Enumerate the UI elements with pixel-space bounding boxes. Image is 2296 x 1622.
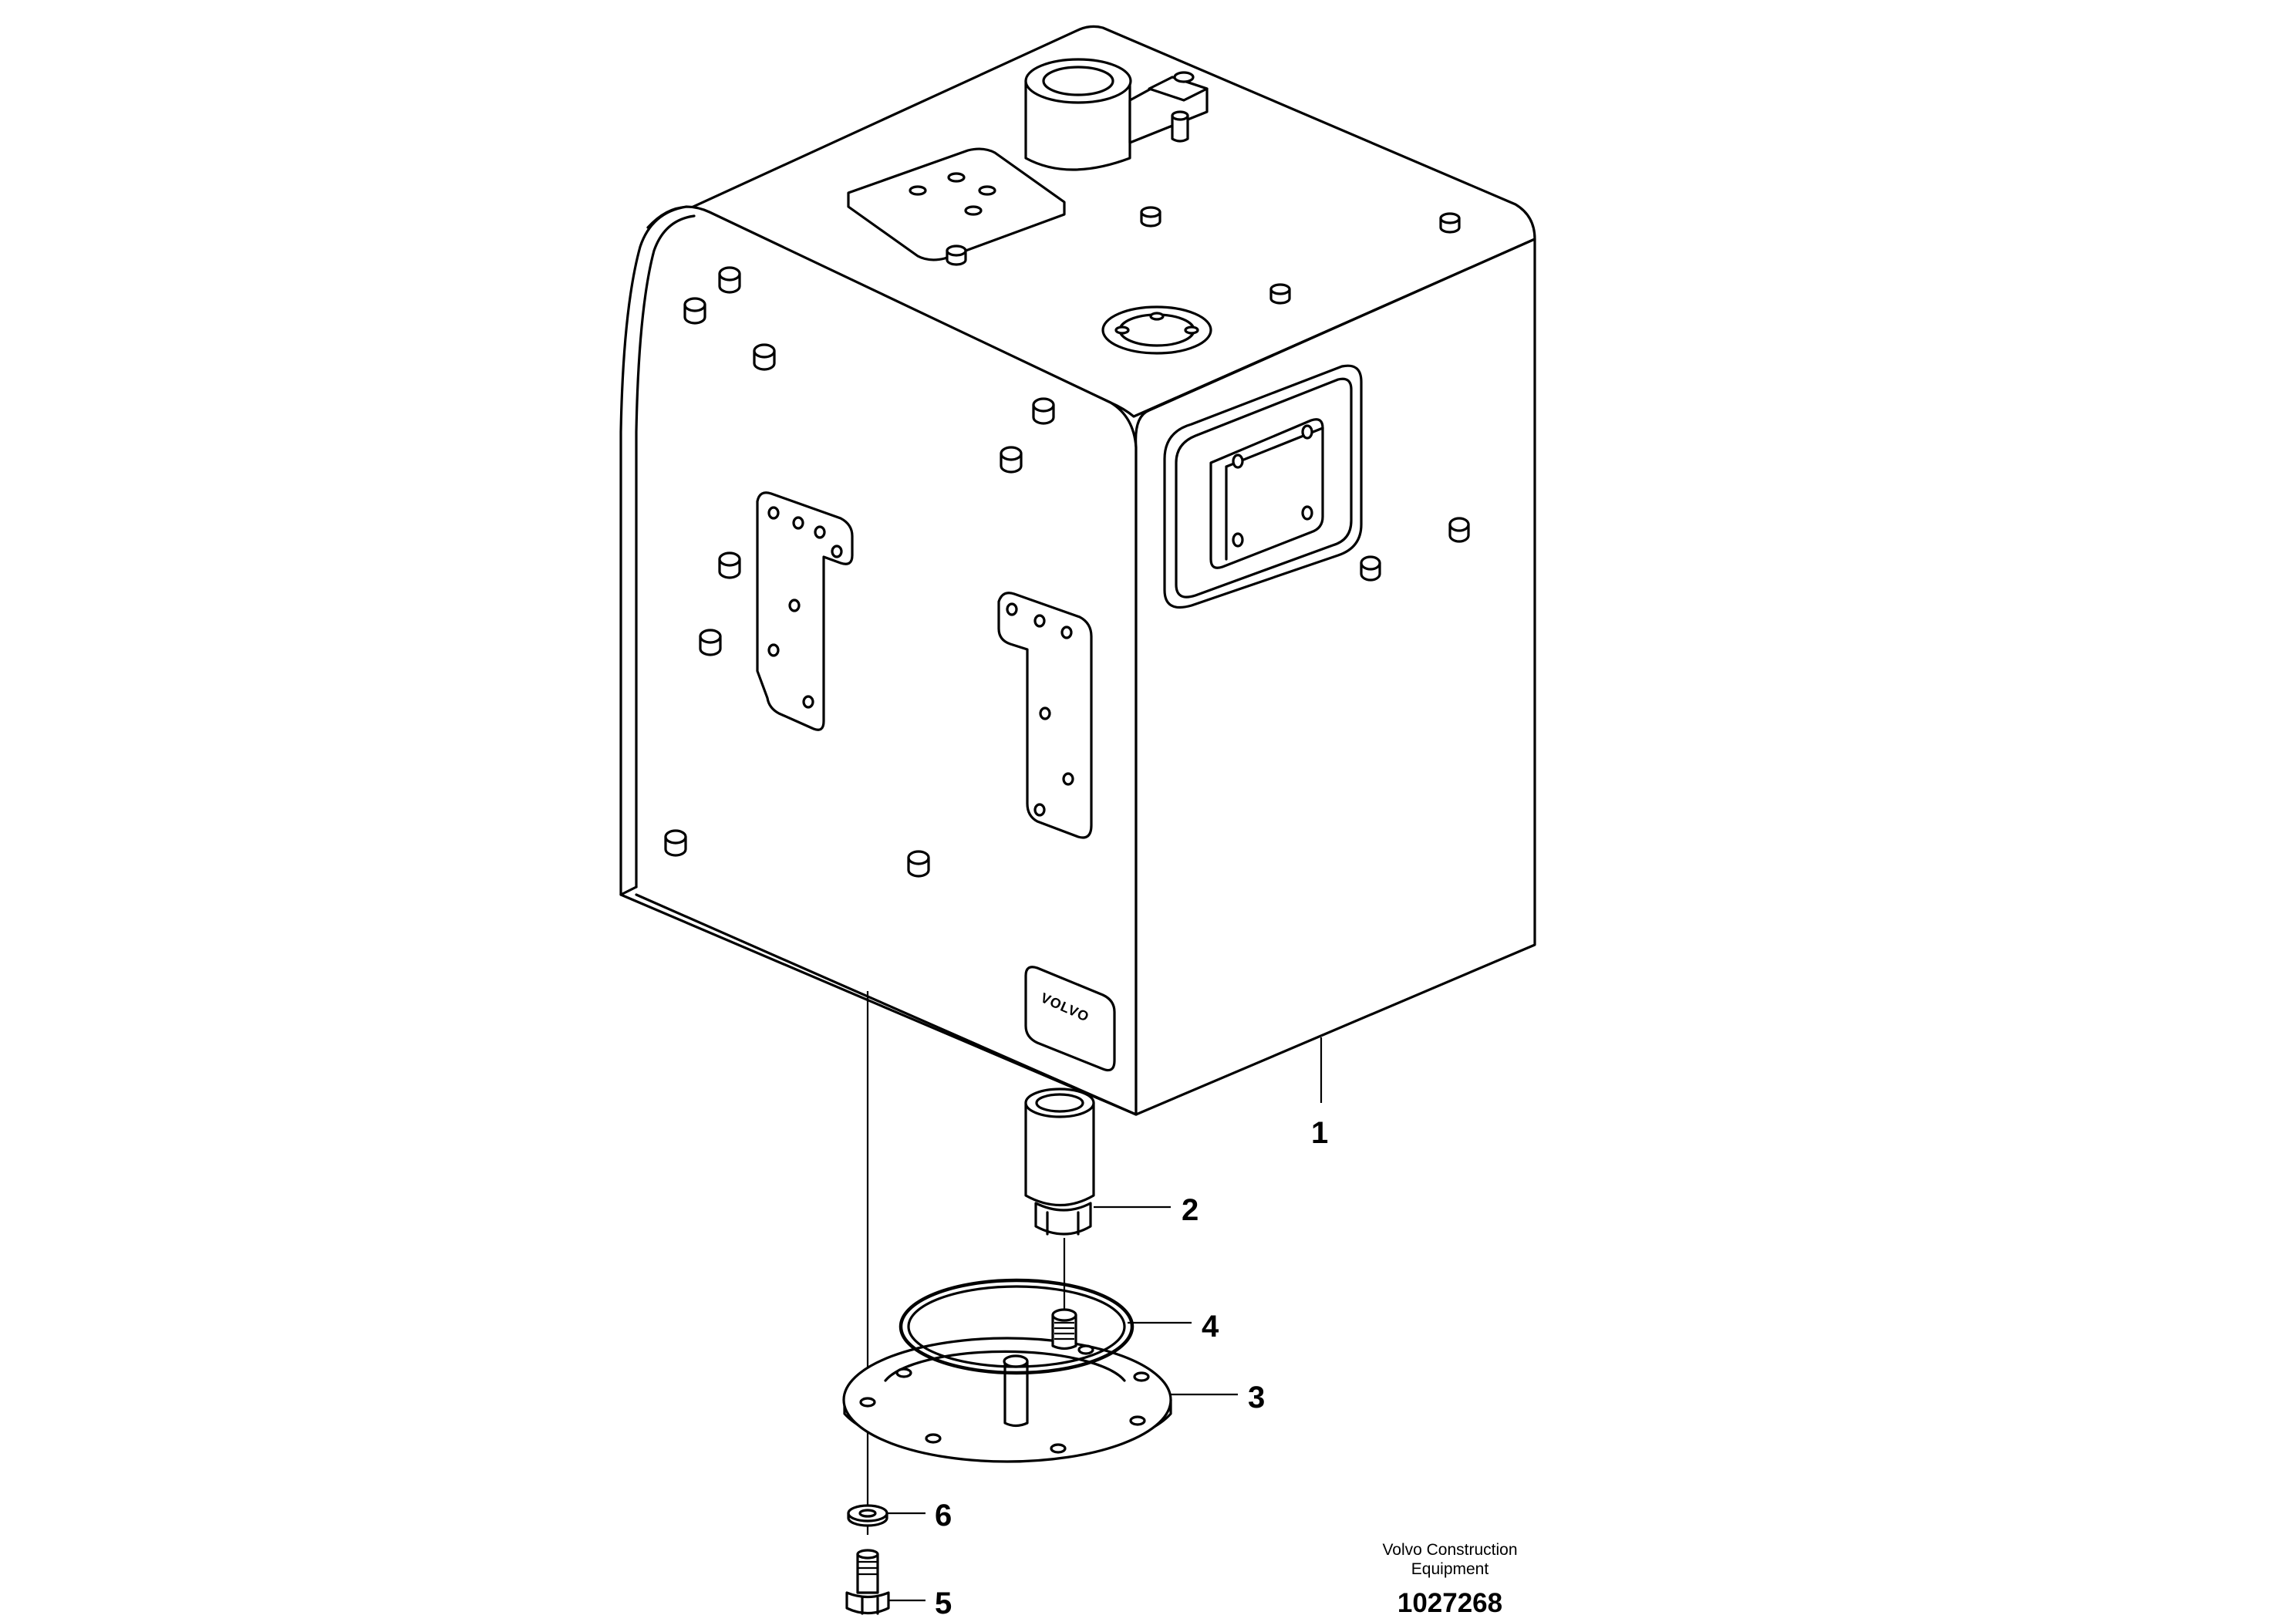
callout-6: 6 [935,1499,952,1533]
top-mounting-plate [847,147,1066,261]
leader-lines [866,991,1323,1602]
callout-1: 1 [1311,1116,1328,1150]
callout-3: 3 [1248,1381,1265,1415]
inspection-cover [1163,364,1363,609]
bolt [845,1549,890,1615]
hydraulic-tank: VOLVO [619,25,1536,1116]
top-port [1101,305,1212,355]
credit-line-1: Volvo Construction [1382,1541,1517,1559]
document-number: 1027268 [1397,1588,1502,1618]
o-ring [899,1278,1135,1375]
filler-neck [1024,58,1209,171]
suction-strainer [1024,1088,1095,1236]
callout-2: 2 [1182,1193,1199,1227]
callout-4: 4 [1202,1310,1219,1344]
threaded-nipple [1051,1308,1077,1351]
credit-line-2: Equipment [1411,1560,1489,1578]
callout-5: 5 [935,1587,952,1620]
flange-plate [842,1337,1172,1463]
washer [847,1504,888,1527]
front-studs [664,266,1055,878]
top-studs [946,206,1461,305]
mounting-bracket-left [756,491,854,731]
